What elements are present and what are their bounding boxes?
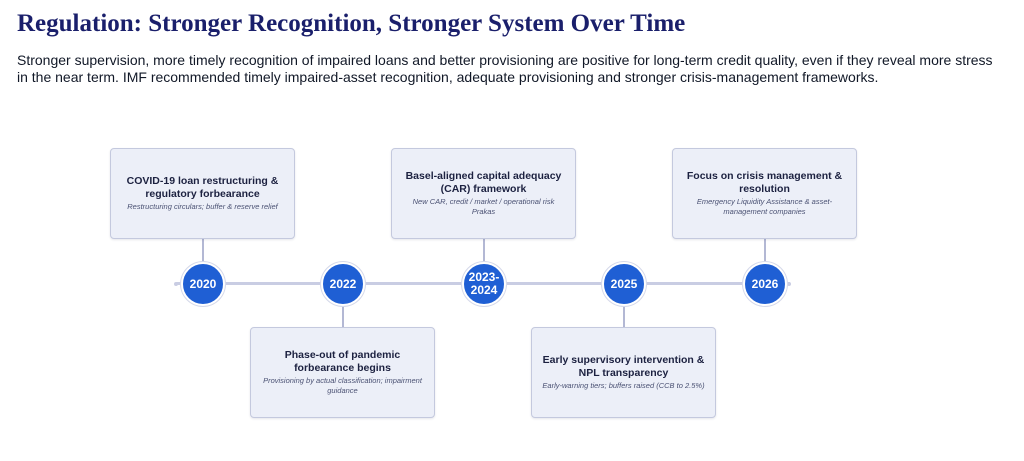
year-node-2023-2024: 2023-2024: [462, 262, 506, 306]
connector-2026: [764, 239, 766, 263]
connector-2023-2024: [483, 239, 485, 263]
connector-2020: [202, 239, 204, 263]
milestone-description: Restructuring circulars; buffer & reserv…: [127, 202, 278, 211]
milestone-card-2020: COVID-19 loan restructuring & regulatory…: [110, 148, 295, 239]
milestone-description: New CAR, credit / market / operational r…: [412, 197, 555, 216]
milestone-title: Phase-out of pandemic forbearance begins: [284, 349, 401, 374]
timeline-end-dot: [787, 281, 791, 286]
connector-2025: [623, 305, 625, 327]
page-title: Regulation: Stronger Recognition, Strong…: [17, 10, 686, 37]
connector-2022: [342, 305, 344, 327]
milestone-description: Emergency Liquidity Assistance & asset-m…: [696, 197, 833, 216]
milestone-card-2026: Focus on crisis management & resolution …: [672, 148, 857, 239]
year-node-2026: 2026: [743, 262, 787, 306]
year-node-2025: 2025: [602, 262, 646, 306]
milestone-description: Early-warning tiers; buffers raised (CCB…: [542, 381, 705, 390]
year-node-2022: 2022: [321, 262, 365, 306]
milestone-card-2023-2024: Basel-aligned capital adequacy (CAR) fra…: [391, 148, 576, 239]
milestone-card-2022: Phase-out of pandemic forbearance begins…: [250, 327, 435, 418]
year-node-2020: 2020: [181, 262, 225, 306]
milestone-title: Basel-aligned capital adequacy (CAR) fra…: [405, 170, 562, 195]
milestone-title: Early supervisory intervention & NPL tra…: [542, 354, 705, 379]
milestone-card-2025: Early supervisory intervention & NPL tra…: [531, 327, 716, 418]
milestone-title: Focus on crisis management & resolution: [686, 170, 843, 195]
timeline-start-dot: [174, 281, 178, 286]
milestone-title: COVID-19 loan restructuring & regulatory…: [126, 175, 279, 200]
milestone-description: Provisioning by actual classification; i…: [263, 376, 422, 395]
page-subtitle: Stronger supervision, more timely recogn…: [17, 52, 993, 85]
